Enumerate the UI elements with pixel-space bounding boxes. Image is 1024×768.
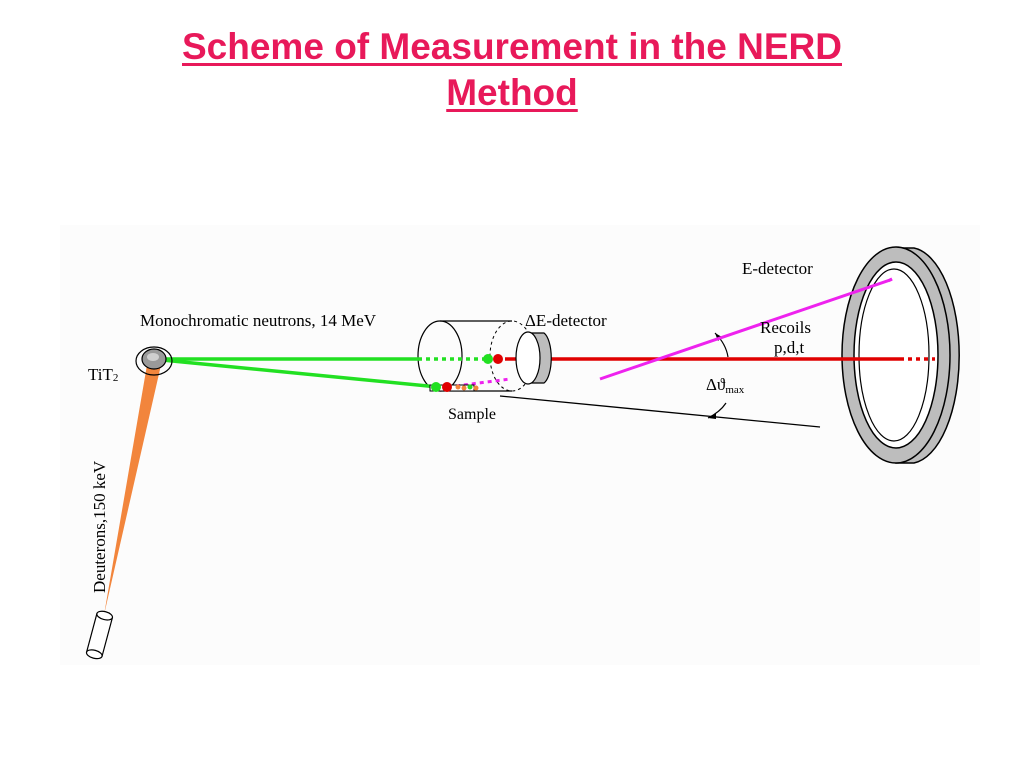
title-line-1: Scheme of Measurement in the NERD [182,26,842,67]
target-label-main: TiT [88,365,114,384]
e-detector-inner-window [858,268,930,442]
delta-e-detector-label-text: ΔE-detector [525,311,607,330]
target [135,346,173,376]
deuteron-source-top [96,610,114,621]
theta-arc-lower [707,402,727,419]
nerd-diagram: E-detector Monochromatic neutrons, 14 Me… [60,225,980,665]
sample-dot-3 [467,384,473,390]
recoils-label: Recoils [760,318,811,337]
recoils-label-text: Recoils [760,318,811,337]
page-title: Scheme of Measurement in the NERD Method [0,24,1024,116]
neutron-impact-dot-sample [431,382,441,392]
sample-label-text: Sample [448,406,496,423]
recoil-particles-label-text: p,d,t [774,338,805,357]
delta-e-detector-label: ΔE-detector [525,311,607,330]
e-detector-label: E-detector [742,259,813,278]
sample-label: Sample [448,406,496,423]
neutrons-label-text: Monochromatic neutrons, 14 MeV [140,311,377,330]
deuteron-beam [104,365,161,615]
deuterons-label-text: Deuterons,150 keV [90,460,109,593]
theta-arrow-lower [708,413,716,419]
recoil-dot-sample [442,382,452,392]
deuteron-source-bottom [85,649,103,660]
theta-max-sub: max [725,384,744,396]
delta-e-detector [515,331,552,385]
target-label-sub: 2 [113,372,119,384]
neutron-beam-to-sample [151,357,439,389]
e-detector-label-text: E-detector [742,259,813,278]
target-outer [135,346,173,376]
recoil-dot-direct [493,354,503,364]
deuteron-source [85,610,114,660]
recoil-magenta-line [599,278,891,381]
neutron-impact-dot [483,354,493,364]
e-detector-ring [841,246,960,464]
theta-max-main: Δϑ [706,375,726,394]
sample-dot-2 [461,385,467,391]
neutrons-label: Monochromatic neutrons, 14 MeV [140,311,377,330]
sample-dot-4 [473,385,479,391]
nerd-diagram-svg: E-detector Monochromatic neutrons, 14 Me… [85,246,960,660]
recoil-magenta-dotted-end [885,277,893,284]
theta-max-label: Δϑmax [706,375,745,396]
recoil-particles-label: p,d,t [774,338,805,357]
target-center [147,353,159,361]
title-line-2: Method [446,72,578,113]
theta-lower-line [499,395,821,428]
deuterons-label: Deuterons,150 keV [90,460,109,593]
target-label: TiT2 [88,365,118,384]
delta-e-detector-face [515,331,541,385]
sample-dot-1 [455,384,461,390]
sample-cylinder-front [417,320,463,392]
